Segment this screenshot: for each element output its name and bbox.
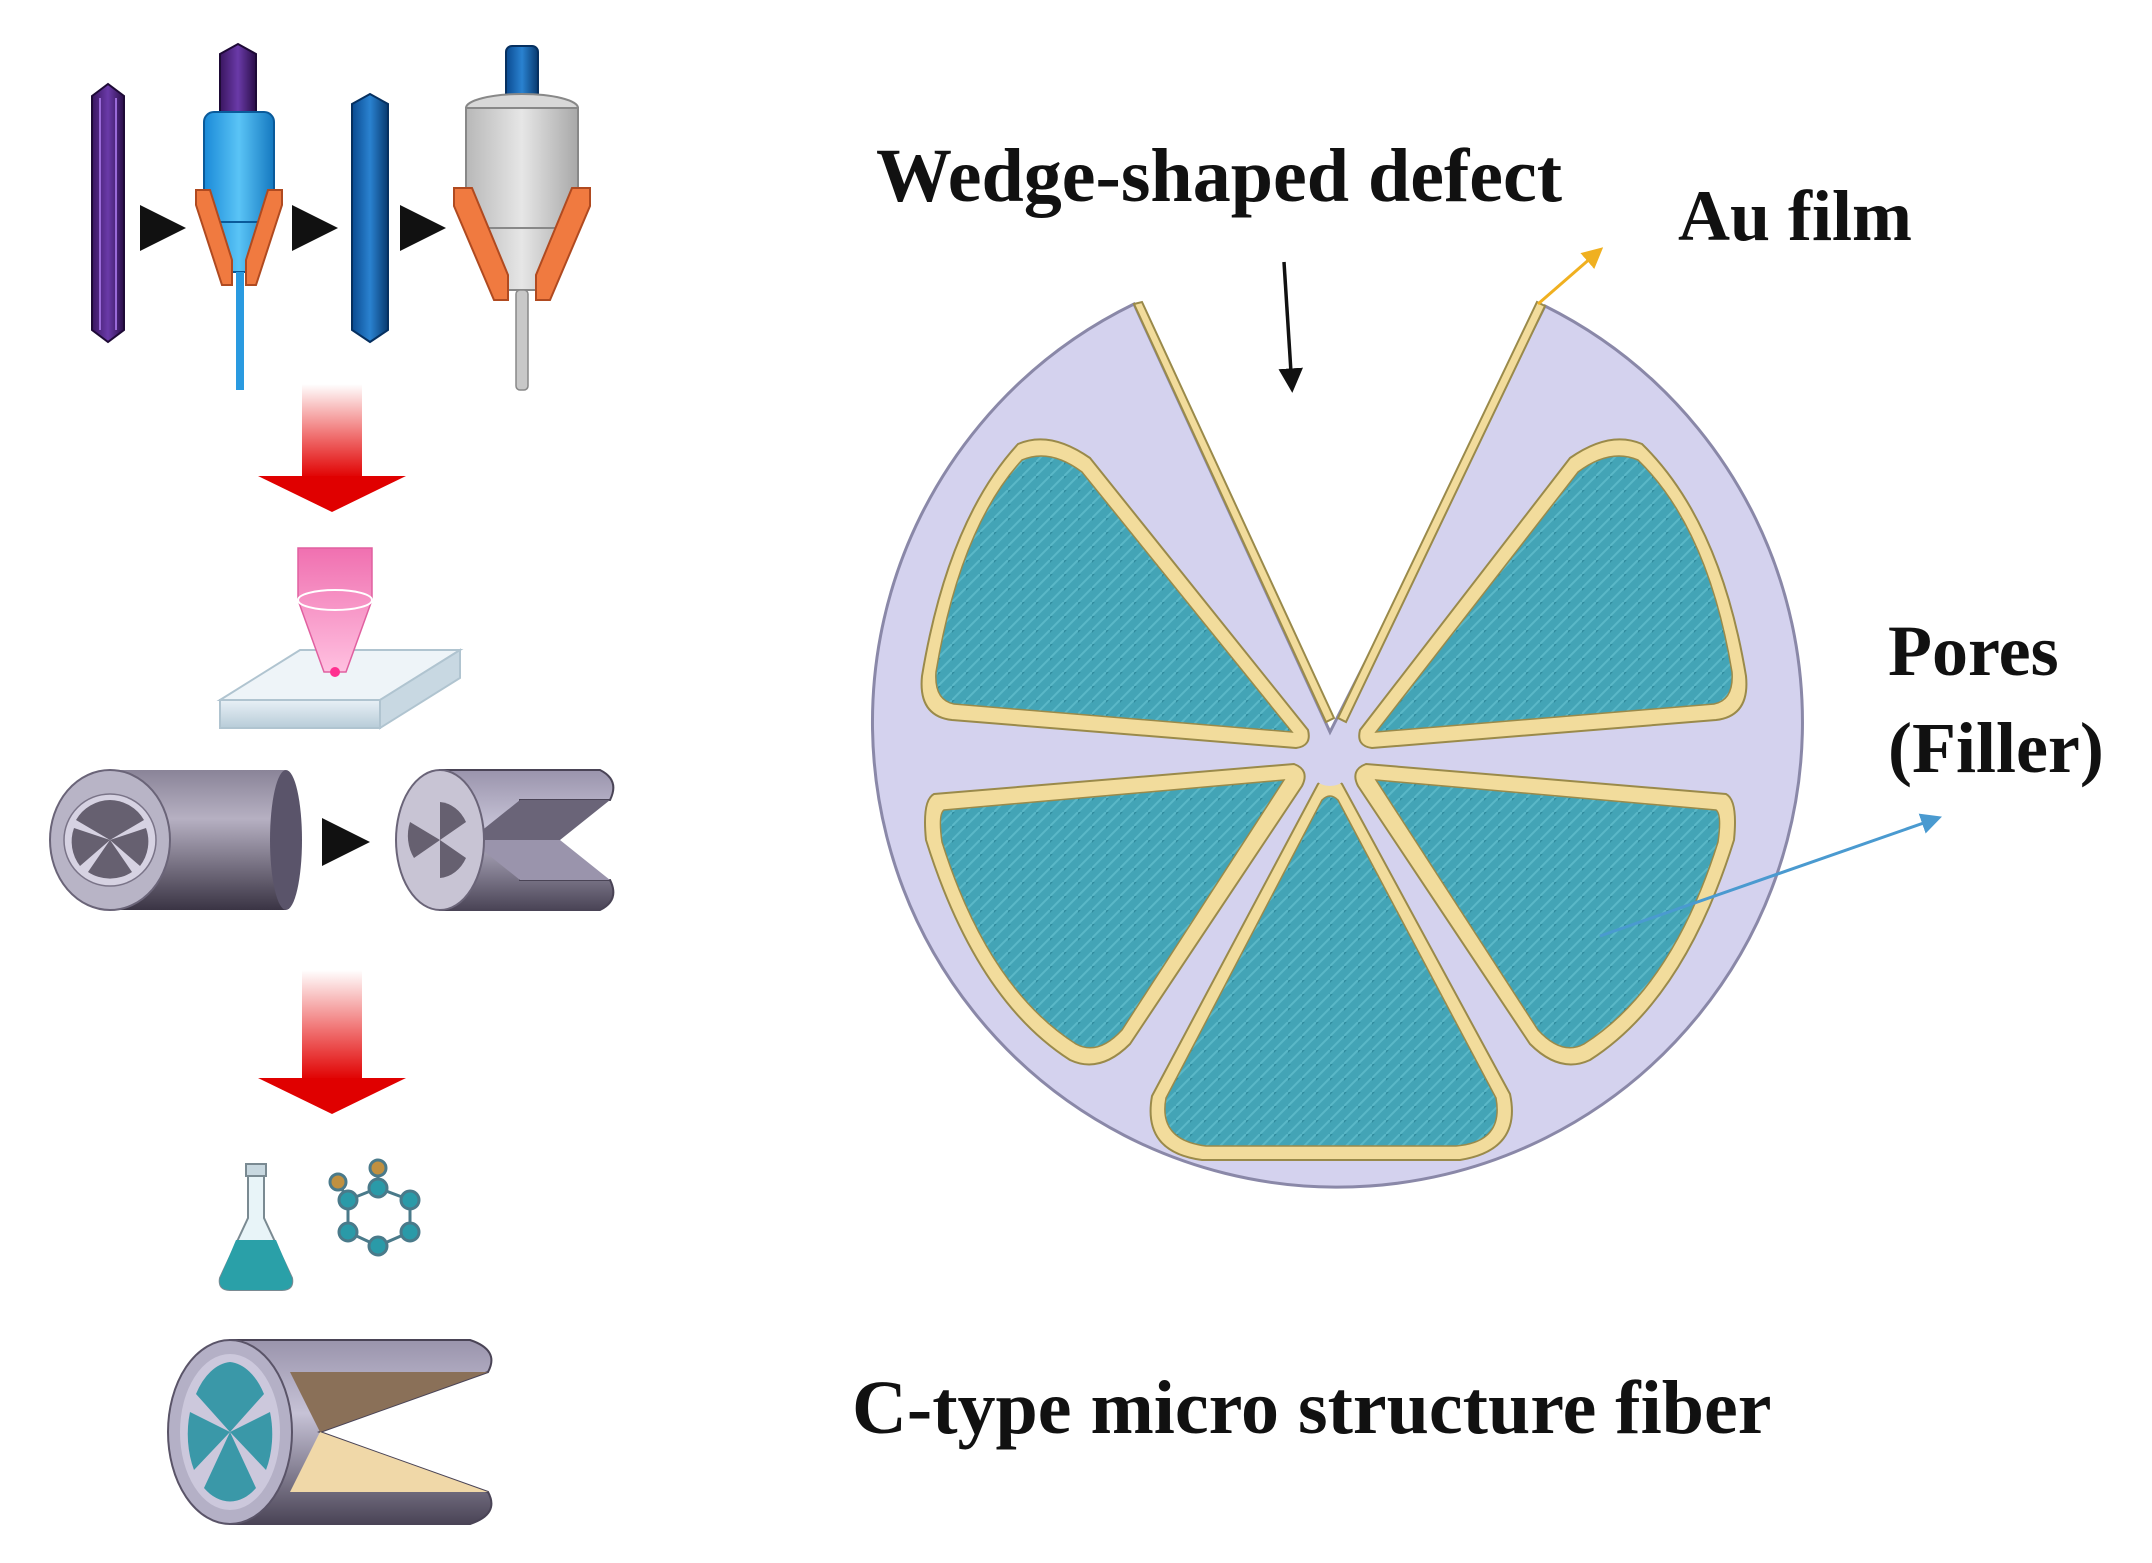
process-arrow-icon	[140, 205, 186, 251]
down-arrow-icon	[258, 970, 406, 1114]
fiber-rod-icon	[351, 92, 389, 344]
c-type-fiber-icon	[395, 769, 615, 911]
filled-c-type-fiber-icon	[167, 1339, 493, 1525]
pore-right	[1354, 762, 1736, 1066]
fabrication-steps	[49, 42, 615, 1525]
pore-left	[924, 762, 1306, 1066]
molecule-icon	[328, 1158, 421, 1257]
core	[1308, 742, 1352, 786]
wedge-defect-arrow	[1278, 261, 1303, 393]
au-film-arrow	[1537, 247, 1604, 306]
pore-upper-right	[1358, 438, 1748, 750]
pore-upper-left	[920, 438, 1310, 750]
drawing-tower-icon	[453, 45, 591, 391]
au-film-label: Au film	[1678, 176, 1912, 256]
au-film	[1132, 300, 1336, 724]
process-arrow-icon	[292, 205, 338, 251]
pores-arrow	[1599, 813, 1942, 938]
pores-label: Pores	[1888, 611, 2059, 691]
wedge-defect-label: Wedge-shaped defect	[876, 134, 1563, 218]
fiber-drawing-tower-icon	[195, 42, 283, 390]
fiber-cylinder-icon	[49, 769, 302, 911]
laser-cutting-icon	[216, 547, 464, 730]
preform-rod-icon	[91, 82, 125, 344]
fiber-cross-section	[870, 247, 1942, 1189]
process-arrow-icon	[322, 818, 370, 866]
figure-caption: C-type micro structure fiber	[852, 1366, 1772, 1450]
down-arrow-icon	[258, 384, 406, 512]
flask-icon	[218, 1163, 294, 1291]
filler-label: (Filler)	[1888, 708, 2104, 788]
process-arrow-icon	[400, 205, 446, 251]
